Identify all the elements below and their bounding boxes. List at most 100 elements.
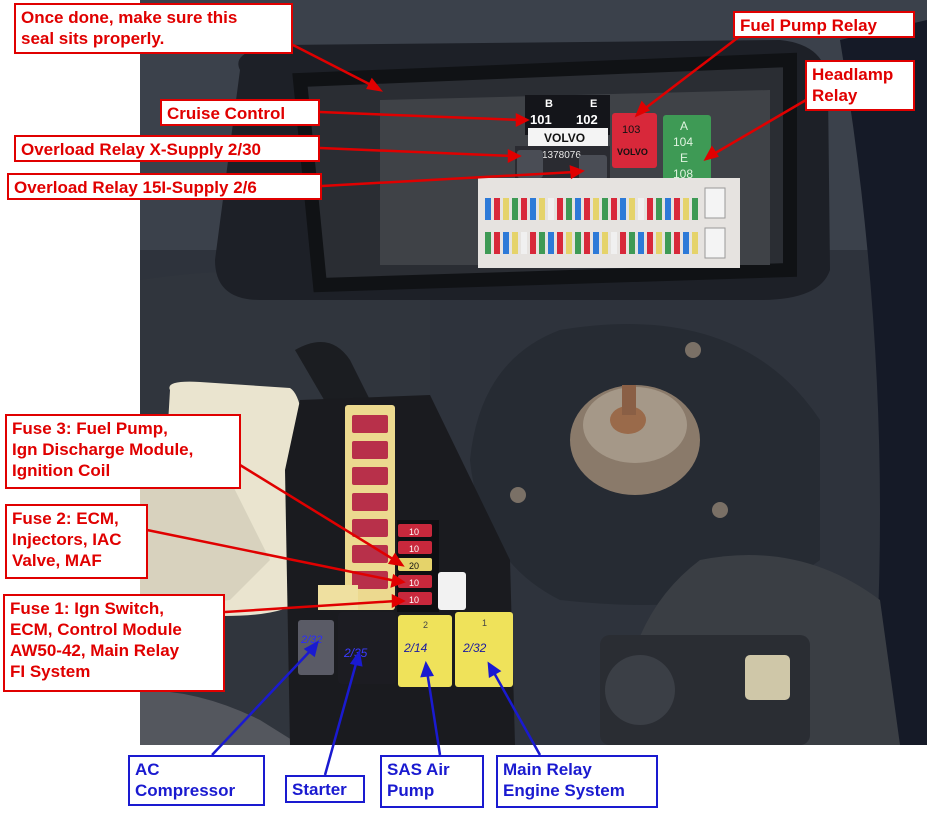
label-fuse-1: Fuse 1: Ign Switch, ECM, Control Module … bbox=[3, 594, 225, 692]
fuse2-arrow bbox=[146, 528, 397, 583]
upper-fuse bbox=[503, 198, 509, 220]
fuse-10-b-label: 10 bbox=[409, 544, 419, 554]
fuse-20-label: 20 bbox=[409, 561, 419, 571]
label-starter: Starter bbox=[285, 775, 365, 803]
label-fuse-2: Fuse 2: ECM, Injectors, IAC Valve, MAF bbox=[5, 504, 148, 579]
volvo-badge-text: VOLVO bbox=[544, 131, 585, 145]
starter-relay bbox=[338, 612, 396, 684]
volvo-badge bbox=[528, 128, 608, 146]
upper-fuse bbox=[566, 198, 572, 220]
connector-white bbox=[438, 572, 466, 610]
upper-fuse bbox=[629, 232, 635, 254]
upper-fuse bbox=[620, 198, 626, 220]
label-fuel-pump-relay: Fuel Pump Relay bbox=[733, 11, 915, 38]
part-number: 1378076 bbox=[542, 150, 581, 161]
maxi-fuse bbox=[352, 441, 388, 459]
upper-fuse bbox=[530, 232, 536, 254]
relay-2-14-label: 2/14 bbox=[403, 641, 428, 655]
fuse-10-c bbox=[398, 575, 432, 588]
fuse-10-d-label: 10 bbox=[409, 595, 419, 605]
label-overload-15i-supply: Overload Relay 15I-Supply 2/6 bbox=[7, 173, 322, 200]
maxi-fuse bbox=[352, 493, 388, 511]
maxi-fuse bbox=[352, 571, 388, 589]
fuel-pump-arrow bbox=[642, 35, 741, 111]
upper-fuse bbox=[647, 198, 653, 220]
label-headlamp-relay: Headlamp Relay bbox=[805, 60, 915, 111]
fuse-row-top bbox=[485, 198, 698, 220]
upper-fuse bbox=[557, 232, 563, 254]
upper-fuse bbox=[557, 198, 563, 220]
car-body-panel bbox=[840, 20, 927, 745]
red-arrows bbox=[146, 35, 807, 614]
upper-fuse bbox=[584, 198, 590, 220]
relay-2-32-left-label: 2/32 bbox=[300, 634, 322, 646]
upper-fuse bbox=[665, 198, 671, 220]
upper-fuse bbox=[485, 198, 491, 220]
slot-1-label: 1 bbox=[482, 618, 487, 628]
upper-fuse bbox=[548, 232, 554, 254]
upper-fuse bbox=[575, 232, 581, 254]
maxi-fuse bbox=[352, 467, 388, 485]
label-overload-x-supply: Overload Relay X-Supply 2/30 bbox=[14, 135, 320, 162]
upper-fuse bbox=[575, 198, 581, 220]
blue-arrows bbox=[211, 640, 542, 776]
label-ac-compressor: AC Compressor bbox=[128, 755, 265, 806]
maxi-fuse bbox=[352, 415, 388, 433]
fuse-10-b bbox=[398, 541, 432, 554]
fuse1-arrow bbox=[224, 599, 397, 614]
fuse-10-d bbox=[398, 592, 432, 605]
main-relay-arrow bbox=[491, 670, 542, 756]
upper-fuse bbox=[674, 232, 680, 254]
overload-x-arrow bbox=[319, 146, 513, 158]
upper-fuse bbox=[611, 198, 617, 220]
relay-2-32-right-label: 2/32 bbox=[462, 641, 487, 655]
fuse-10-a-label: 10 bbox=[409, 527, 419, 537]
upper-fuse bbox=[584, 232, 590, 254]
relay-104-e: E bbox=[680, 151, 688, 165]
relay-102-top-label: E bbox=[590, 98, 597, 110]
seal-arrow bbox=[292, 43, 376, 89]
label-main-relay: Main Relay Engine System bbox=[496, 755, 658, 808]
main-relay bbox=[455, 612, 513, 687]
upper-fuse bbox=[494, 198, 500, 220]
relay-104-label: 104 bbox=[673, 135, 693, 149]
label-sas-air-pump: SAS Air Pump bbox=[380, 755, 484, 808]
upper-fuse bbox=[512, 198, 518, 220]
upper-fuse bbox=[638, 232, 644, 254]
upper-fuse bbox=[602, 198, 608, 220]
strut-nut bbox=[610, 406, 646, 434]
upper-fuse bbox=[593, 232, 599, 254]
maxi-fuses bbox=[352, 415, 388, 589]
upper-fuse bbox=[665, 232, 671, 254]
upper-fuse bbox=[485, 232, 491, 254]
relay-108-label: 108 bbox=[673, 167, 693, 181]
fuse3-arrow bbox=[239, 463, 397, 563]
upper-fuse bbox=[683, 198, 689, 220]
upper-fuse bbox=[539, 198, 545, 220]
sas-air-pump-arrow bbox=[425, 670, 442, 756]
fuse-10-a bbox=[398, 524, 432, 537]
relay-103-brand: VOLVO bbox=[617, 147, 648, 157]
headlamp-arrow bbox=[711, 98, 807, 157]
maxi-fuse bbox=[352, 519, 388, 537]
upper-fuse bbox=[548, 198, 554, 220]
relay-2-35-label: 2/35 bbox=[343, 646, 368, 660]
upper-fuse bbox=[503, 232, 509, 254]
upper-fuse bbox=[620, 232, 626, 254]
upper-fuse bbox=[494, 232, 500, 254]
upper-fuse bbox=[611, 232, 617, 254]
upper-fuse bbox=[602, 232, 608, 254]
starter-arrow bbox=[323, 659, 359, 776]
fuse-row-bottom bbox=[485, 232, 698, 254]
relay-104-a: A bbox=[680, 119, 688, 133]
relay-101-top-label: B bbox=[545, 98, 553, 110]
upper-fuse bbox=[521, 198, 527, 220]
upper-fuse bbox=[530, 198, 536, 220]
upper-fuse bbox=[512, 232, 518, 254]
upper-fuse bbox=[521, 232, 527, 254]
upper-fuse bbox=[539, 232, 545, 254]
fuel-pump-relay bbox=[612, 113, 657, 168]
label-cruise-control: Cruise Control bbox=[160, 99, 320, 126]
upper-fuse bbox=[629, 198, 635, 220]
